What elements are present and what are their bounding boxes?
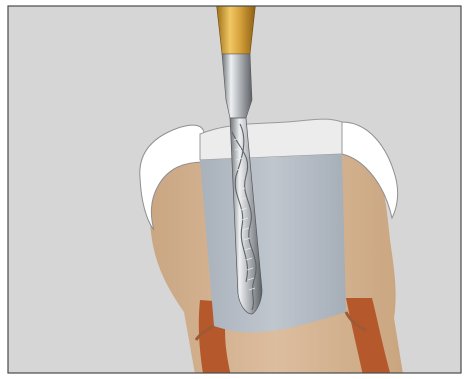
post-space (200, 154, 346, 333)
drill-shank-gold (216, 0, 256, 54)
